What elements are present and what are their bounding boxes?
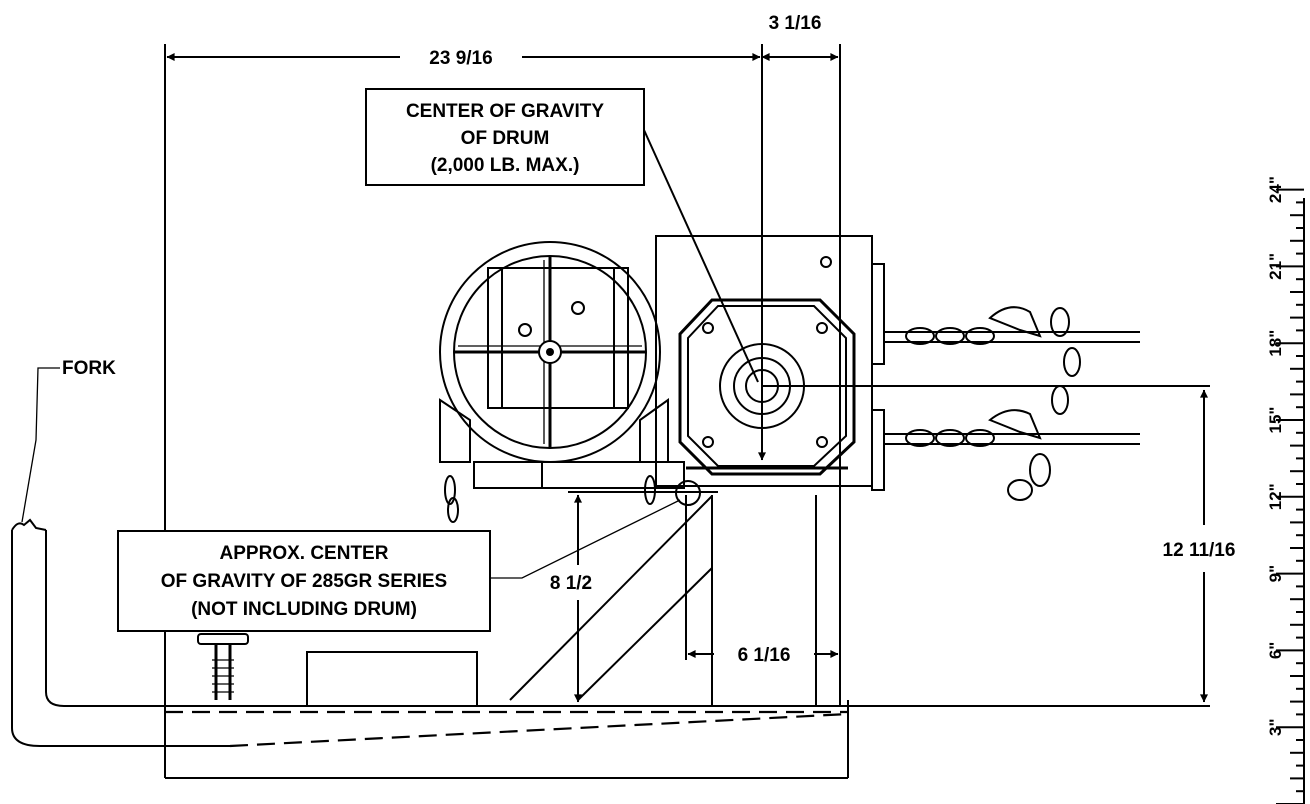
- side-chain: [444, 475, 656, 523]
- dim-base-offset-label: 6 1/16: [738, 645, 791, 666]
- fork-label: FORK: [62, 358, 116, 379]
- dim-base-height-label: 8 1/2: [550, 573, 592, 594]
- dim-cg-offset: [758, 44, 839, 461]
- ruler-tick-label: 9": [1266, 565, 1285, 583]
- drum-cg-callout: CENTER OF GRAVITY OF DRUM (2,000 LB. MAX…: [365, 88, 645, 186]
- ruler-tick-label: 15": [1266, 407, 1285, 434]
- drum-cg-line-2: OF DRUM: [461, 128, 550, 149]
- dim-drum-height-label: 12 11/16: [1163, 540, 1236, 561]
- ruler-tick-label: 12": [1266, 483, 1285, 510]
- base-block: [306, 651, 478, 707]
- dim-overall-length-label: 23 9/16: [429, 48, 492, 69]
- dim-cg-offset-label: 3 1/16: [769, 13, 822, 34]
- base-cg-line-1: APPROX. CENTER: [220, 543, 389, 564]
- drum-cg-line-3: (2,000 LB. MAX.): [431, 155, 580, 176]
- ruler-tick-label: 18": [1266, 330, 1285, 357]
- base-cg-marker: [675, 480, 701, 506]
- handle-thread: [212, 659, 234, 693]
- ruler-tick-label: 21": [1266, 253, 1285, 280]
- fork: [11, 367, 230, 747]
- dim-drum-height: [762, 385, 1210, 703]
- height-ruler: 3" 6" 9" 12" 15" 18" 21" 24": [1266, 176, 1305, 804]
- hoist-frame: [439, 398, 685, 489]
- support-post: [509, 491, 817, 706]
- base-cg-line-3: (NOT INCLUDING DRUM): [191, 599, 417, 620]
- base-cg-leader: [490, 499, 681, 579]
- chain-hooks: [871, 263, 1140, 501]
- base-cg-callout: APPROX. CENTER OF GRAVITY OF 285GR SERIE…: [117, 530, 491, 632]
- ruler-tick-label: 24": [1266, 176, 1285, 203]
- ruler-tick-label: 6": [1266, 642, 1285, 660]
- drum-cg-leader: [643, 129, 759, 383]
- hand-wheel: [439, 241, 661, 463]
- ruler-tick-label: 3": [1266, 718, 1285, 736]
- adjust-handle: [197, 633, 249, 700]
- base-cg-line-2: OF GRAVITY OF 285GR SERIES: [161, 571, 447, 592]
- drum-cg-line-1: CENTER OF GRAVITY: [406, 101, 604, 122]
